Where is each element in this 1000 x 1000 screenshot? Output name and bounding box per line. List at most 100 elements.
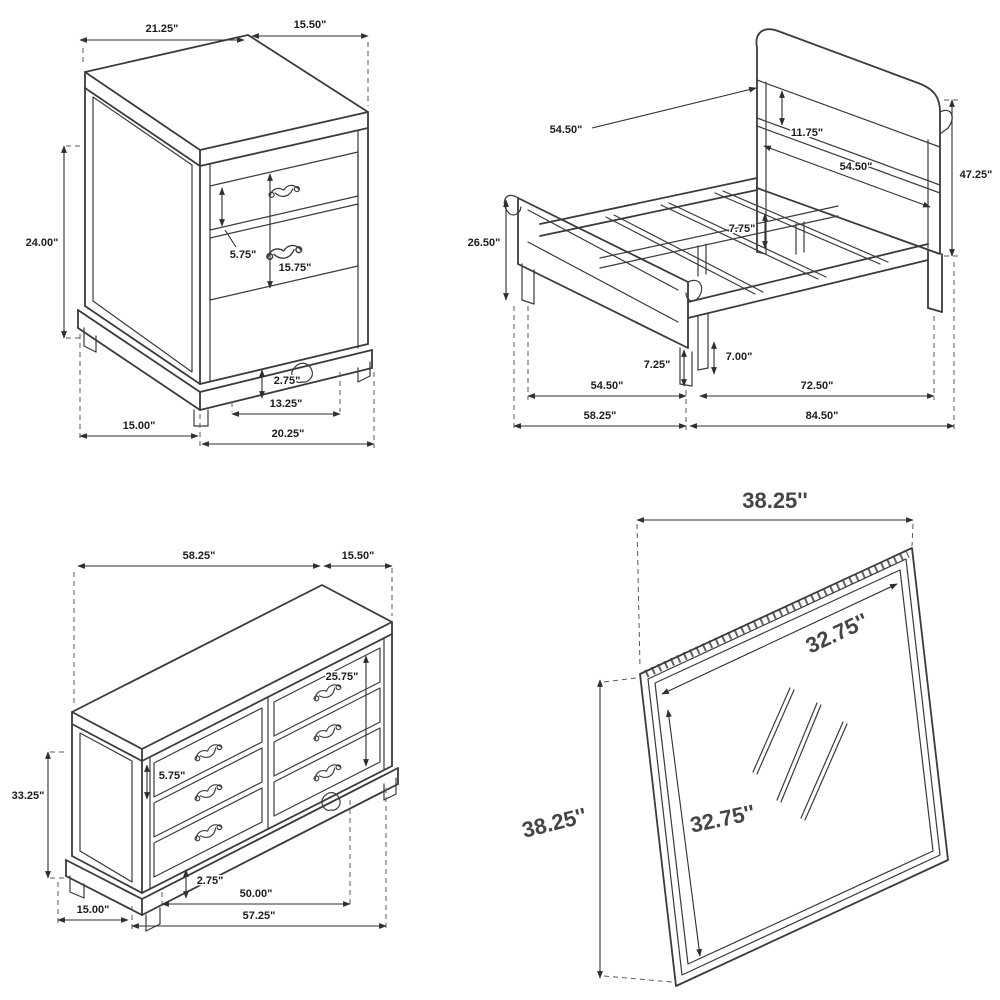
bed-center-rail — [599, 205, 839, 277]
dim-label: 24.00" — [26, 237, 59, 249]
footboard-scroll — [685, 279, 703, 302]
dim-label: 84.50" — [806, 410, 839, 422]
dim-label: 58.25" — [584, 410, 617, 422]
dim-bed-rail-leg: 7.00" — [711, 341, 754, 375]
dim-bed-rail-length: 72.50" — [699, 379, 935, 399]
dim-bed-footboard-leg: 7.25" — [642, 349, 687, 387]
headboard-scroll — [939, 109, 953, 135]
drawer-pull-icon — [311, 761, 343, 784]
dresser-drawers — [153, 647, 381, 878]
dim-label: 15.00" — [123, 420, 156, 432]
mirror-diagram: 38.25'' 38.25'' 32.75'' 32.75'' — [517, 486, 949, 987]
nightstand-drawers — [209, 151, 359, 301]
dim-label: 58.25" — [183, 550, 216, 562]
nightstand-base — [77, 309, 373, 427]
dim-label: 32.75'' — [802, 608, 872, 658]
dim-label: 15.50" — [294, 19, 327, 31]
dim-label: 5.75" — [230, 249, 257, 261]
dim-label: 25.75" — [326, 671, 359, 683]
dim-mirror-height: 38.25'' — [517, 679, 603, 979]
dim-nightstand-bottom-width: 20.25" — [201, 427, 375, 447]
dim-bed-headboard-top-width: 54.50" — [548, 86, 757, 138]
dim-bed-headboard-width: 54.50" — [763, 145, 931, 208]
dresser-top — [71, 584, 393, 762]
dim-label: 72.50" — [801, 380, 834, 392]
dim-bed-overall-width: 58.25" — [513, 409, 687, 429]
dim-nightstand-drawer-height: 5.75" — [219, 187, 258, 263]
dim-label: 2.75" — [274, 375, 301, 387]
base-bracket-ornament — [291, 362, 313, 383]
nightstand-dimensions: 21.25" 15.50" 24.00" 5.75" 15.75" 2. — [24, 18, 375, 448]
dresser-diagram: 58.25" 15.50" 25.75" 5.75" 33.25" 2.75" — [10, 549, 399, 932]
dim-dresser-height: 33.25" — [10, 751, 51, 879]
drawer-pull-icon — [264, 242, 304, 263]
nightstand-body — [84, 87, 369, 385]
dim-dresser-base-height: 2.75" — [183, 869, 225, 899]
bed-dimensions: 54.50" 11.75" 54.50" 47.25" 26.50" 7.75" — [466, 86, 994, 430]
dim-nightstand-bottom-depth: 15.00" — [79, 419, 199, 439]
dim-dresser-bottom-depth: 15.00" — [57, 903, 129, 923]
dim-label: 54.50" — [840, 161, 873, 173]
dim-label: 47.25" — [960, 169, 993, 181]
dim-nightstand-bank-height: 15.75" — [267, 173, 313, 289]
dresser-dimensions: 58.25" 15.50" 25.75" 5.75" 33.25" 2.75" — [10, 549, 393, 930]
dim-dresser-top-width: 58.25" — [77, 549, 321, 569]
dim-label: 5.75" — [159, 770, 186, 782]
mirror-frame — [639, 547, 949, 987]
dim-label: 21.25" — [146, 23, 179, 35]
dim-label: 54.50" — [550, 124, 583, 136]
drawer-pull-icon — [267, 182, 301, 201]
drawer-pull-icon — [192, 781, 224, 804]
dim-label: 15.00" — [77, 904, 110, 916]
drawer-pull-icon — [311, 721, 343, 744]
dim-nightstand-base-height: 2.75" — [259, 369, 302, 399]
bed-diagram: 54.50" 11.75" 54.50" 47.25" 26.50" 7.75" — [466, 28, 994, 430]
dim-nightstand-top-width: 21.25" — [79, 22, 245, 43]
bed-slats — [605, 190, 889, 295]
dim-label: 20.25" — [272, 428, 305, 440]
dim-nightstand-foot-span: 13.25" — [231, 397, 341, 417]
dim-dresser-bank-height: 25.75" — [324, 655, 369, 767]
dim-label: 15.75" — [279, 262, 312, 274]
mirror-dimensions: 38.25'' 38.25'' 32.75'' 32.75'' — [517, 486, 914, 983]
dim-label: 2.75" — [197, 875, 224, 887]
dim-label: 7.00" — [726, 351, 753, 363]
drawer-pull-icon — [192, 741, 224, 764]
dim-bed-center-rail-height: 7.75" — [727, 213, 768, 249]
dim-nightstand-top-depth: 15.50" — [251, 18, 369, 39]
dim-bed-headboard-panel: 11.75" — [779, 90, 825, 141]
dim-label: 54.50" — [591, 380, 624, 392]
dim-label: 57.25" — [243, 910, 276, 922]
dim-label: 15.50" — [342, 550, 375, 562]
bed-footboard — [503, 194, 703, 387]
dresser-base — [65, 767, 399, 932]
base-bracket-ornament — [321, 792, 341, 811]
drawer-pull-icon — [192, 821, 224, 844]
dim-bed-overall-length: 84.50" — [689, 409, 955, 429]
dim-bed-footboard-width: 54.50" — [527, 379, 687, 399]
bed-rails — [539, 177, 929, 371]
nightstand-top — [84, 34, 369, 167]
dim-dresser-drawer-span: 50.00" — [161, 887, 351, 907]
dim-dresser-drawer-height: 5.75" — [144, 764, 187, 800]
dim-dresser-top-depth: 15.50" — [323, 549, 393, 569]
dim-label: 38.25'' — [742, 488, 808, 513]
dim-label: 11.75" — [791, 127, 823, 139]
dim-dresser-bottom-width: 57.25" — [131, 909, 387, 929]
frame-hatching — [644, 550, 910, 678]
dim-label: 13.25" — [270, 398, 303, 410]
dresser-body — [71, 633, 393, 894]
dim-nightstand-height: 24.00" — [24, 145, 67, 339]
dim-label: 50.00" — [240, 888, 273, 900]
drawer-pull-icon — [311, 681, 343, 704]
mirror-glass-reflections — [752, 687, 848, 821]
dim-label: 33.25" — [12, 790, 45, 802]
dim-label: 7.75" — [729, 223, 756, 235]
dim-mirror-inner-height: 32.75'' — [665, 709, 759, 957]
dim-bed-headboard-height: 47.25" — [949, 99, 994, 257]
dim-bed-footboard-height: 26.50" — [466, 199, 509, 301]
dim-label: 32.75'' — [688, 800, 757, 838]
dim-mirror-width: 38.25'' — [636, 486, 914, 523]
